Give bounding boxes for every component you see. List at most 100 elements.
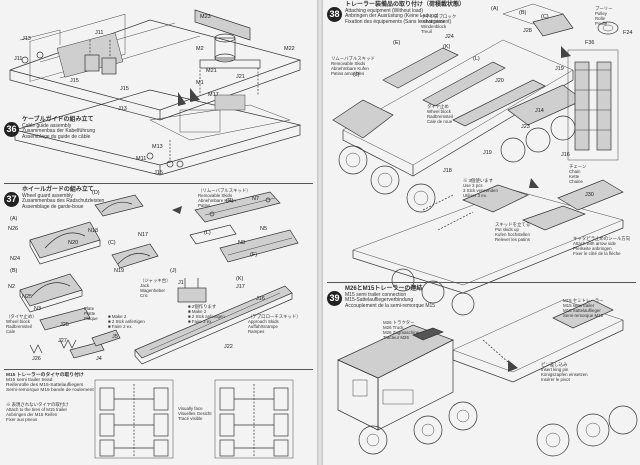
step38-trailer-drawing [332, 3, 619, 213]
note-line: ■ 2個作ります [188, 304, 217, 309]
part-label: N18 [88, 228, 99, 234]
part-label: J30 [585, 192, 594, 198]
note-line: M15 セミトレーラー [563, 298, 604, 303]
note-line: Auffahrtsrampe [248, 324, 278, 329]
note-put-skids-up: スキッドを立てる Put skids up Kufen hochstellen … [495, 222, 530, 242]
tread-section-title: M15 トレーラーのタイヤの取り付け M15 semi trailer trea… [6, 373, 94, 393]
part-label: M11 [136, 156, 147, 162]
note-line: Put skids up [495, 227, 519, 232]
note-line: Wheel block [6, 319, 30, 324]
step38-title: トレーラー装備品の取り付け（荷積載状態） Attaching equipment… [345, 2, 465, 25]
note-line: Cale [6, 329, 16, 334]
step38-number: 38 [327, 6, 342, 22]
step37-title-jp: ホイールガードの組み立て [22, 187, 94, 193]
note-line: ■ 2 Stck anfertigen [188, 314, 225, 319]
step36-title-fr: Assemblage du guide de câble [22, 133, 91, 140]
note-king-pin: ピン差し込み Insert king pin Königszapfen eins… [541, 362, 588, 382]
subassembly-letter: (E) [393, 40, 401, 46]
note-line: Kette [569, 174, 580, 179]
note-line: Wheel block [427, 109, 451, 114]
subassembly-letter: (D) [92, 190, 100, 196]
note-line: Patins [198, 203, 211, 208]
step36-title-jp: ケーブルガイドの組み立て [22, 117, 94, 123]
note-line: Patins amovibles [331, 71, 365, 76]
note-line: Visually face [178, 406, 203, 411]
note-line: Platte [84, 311, 96, 316]
note-line: ■ Faire 2 ex. [188, 319, 213, 324]
note-line: Tracteur M26 [383, 335, 409, 340]
part-label: J23 [521, 124, 530, 130]
note-line: プーリー [595, 6, 613, 11]
note-line: Anbringen der M15 Reifen [6, 412, 58, 417]
page-gutter [318, 0, 322, 465]
note-wheel-block: （タイヤ止め） Wheel block Radbremsteil Cale [6, 314, 37, 334]
note-line: Fixer le côté de la flèche [573, 251, 621, 256]
note-line: M26 Truck [383, 325, 404, 330]
subassembly-letter: (E) [226, 198, 234, 204]
part-label: J19 [483, 150, 492, 156]
note-line: Jack [140, 283, 150, 288]
note-wheel-block: タイヤ止め Wheel block Radbremsteil Cale de r… [427, 104, 453, 124]
note-line: ピン差し込み [541, 362, 568, 367]
note-line: Abnehmbare Kufen [331, 66, 369, 71]
subassembly-letter: (A) [10, 216, 18, 222]
note-line: ※ 3個使います [463, 178, 494, 183]
step38-title-en: Attaching equipment (Without load) [345, 7, 424, 14]
part-label: M22 [284, 46, 295, 52]
part-label: J15 [154, 170, 163, 176]
note-chain: チェーン Chain Kette Chaine [569, 164, 586, 184]
note-trailer: M15 セミトレーラー M15 semi trailer M15 Sattela… [563, 298, 604, 318]
part-label: J22 [224, 344, 233, 350]
note-line: Tracé visible [178, 416, 203, 421]
step38-title-fr: Fixation des équipements (Sans le charge… [345, 18, 452, 25]
note-line: M26 トラクター [383, 320, 415, 325]
note-line: Rampes [248, 329, 265, 334]
part-label: J1 [178, 280, 184, 286]
note-line: Chaine [569, 179, 583, 184]
step39-title-de: M15-Sattelaufliegerverbindung [345, 297, 414, 304]
note-line: Pfeilseite anbringen [573, 246, 612, 251]
tread-title-jp: M15 トレーラーのタイヤの取り付け [6, 373, 84, 378]
step36-chassis-drawing [9, 9, 302, 176]
note-line: Utiliser 3 ex. [463, 193, 488, 198]
note-line: Use 3 pcs [463, 183, 483, 188]
step36-title-de: Zusammenbau der Kabelführung [22, 128, 96, 135]
step39-number: 39 [327, 290, 342, 306]
note-line: Approach Skids [248, 319, 279, 324]
subassembly-letter: (F) [250, 252, 258, 258]
step39-title-en: M15 semi trailer connection [345, 291, 407, 298]
tread-title-en: M15 semi trailer tread [6, 378, 53, 383]
note-line: Pulley [595, 11, 607, 16]
part-label: N24 [10, 256, 21, 262]
part-label: N5 [260, 226, 268, 232]
step38-deck-drawing [352, 178, 624, 316]
step39-header: 39 M26とM15トレーラーの連結 M15 semi trailer conn… [327, 286, 435, 309]
part-label: J28 [523, 28, 532, 34]
note-line: Chain [569, 169, 581, 174]
step37-header: 37 ホイールガードの組み立て Wheel guard assembly Zus… [4, 187, 104, 210]
step38-title-de: Anbringen der Ausrüstung (Keine Ladung) [345, 13, 439, 20]
part-label: J16 [256, 296, 265, 302]
part-label: M1 [196, 80, 204, 86]
note-line: ■ 2 Stck anfertigen [108, 319, 145, 324]
note-line: Attach to the tires of M15 trailer [6, 407, 68, 412]
subassembly-letter: (L) [204, 230, 211, 236]
part-label: N19 [114, 268, 125, 274]
tread-title-fr: Semi-remorque M15 bande de roulement [6, 388, 94, 393]
note-line: Removable Skids [198, 193, 233, 198]
note-line: Plaque [84, 316, 98, 321]
left-page: 36 ケーブルガイドの組み立て Cable guide assembly Zus… [0, 0, 318, 465]
part-label: J13 [118, 106, 127, 112]
note-line: キャタピラ止めのシール方向 [573, 236, 631, 241]
part-label: M23 [200, 14, 211, 20]
section-divider [4, 183, 313, 184]
note-line: Radbremsteil [6, 324, 32, 329]
step36-title: ケーブルガイドの組み立て Cable guide assembly Zusamm… [22, 117, 96, 140]
tread-title-de: Reifenrolle des M15-Sattelaufliegers [6, 383, 84, 388]
part-label: J21 [236, 74, 245, 80]
step37-title: ホイールガードの組み立て Wheel guard assembly Zusamm… [22, 187, 104, 210]
tread-note-mid: Visually face Visuelles Gesicht Tracé vi… [178, 406, 212, 421]
note-pulley: プーリー Pulley Rolle Poulie [595, 6, 613, 26]
note-line: ウインチブロック [421, 14, 457, 19]
